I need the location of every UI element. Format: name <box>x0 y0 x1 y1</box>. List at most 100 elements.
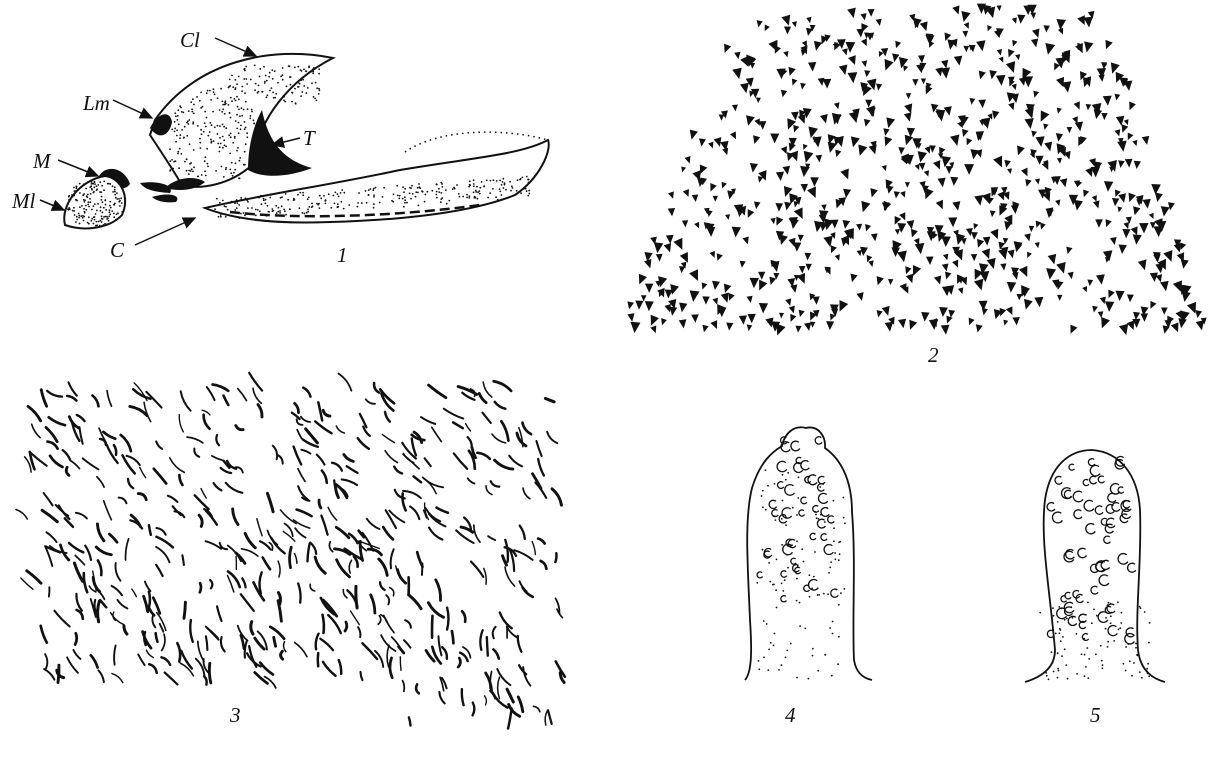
denticle <box>1024 118 1035 130</box>
stipple-dot <box>222 136 224 138</box>
stipple-dot <box>522 177 524 179</box>
stipple-dot <box>231 177 233 179</box>
stipple-dot <box>180 153 182 155</box>
stipple-dot <box>438 191 440 193</box>
stipple-dot <box>238 204 240 206</box>
denticle <box>776 69 786 80</box>
seta <box>368 548 382 555</box>
seta <box>482 413 490 423</box>
stipple-dot <box>495 196 497 198</box>
stipple-dot <box>231 201 233 203</box>
stipple-dot <box>466 194 468 196</box>
stipple-dot <box>175 141 177 143</box>
label-m: M <box>32 149 52 173</box>
denticle <box>882 165 889 172</box>
papilla-bump <box>1099 575 1109 586</box>
denticle <box>689 269 702 283</box>
stipple-dot <box>769 581 771 583</box>
denticle <box>848 273 857 283</box>
papilla-bump <box>1074 510 1082 519</box>
papilla-bump <box>1128 563 1136 572</box>
seta <box>295 528 306 538</box>
stipple-dot <box>257 92 259 94</box>
stipple-dot <box>68 207 70 209</box>
stipple-dot <box>230 97 232 99</box>
seta <box>114 645 116 664</box>
seta <box>552 488 563 505</box>
seta <box>179 475 183 485</box>
seta <box>298 469 305 482</box>
stipple-dot <box>94 203 96 205</box>
denticle <box>1105 290 1114 300</box>
stipple-dot <box>271 87 273 89</box>
seta <box>490 481 500 488</box>
denticle <box>1098 75 1105 83</box>
stipple-dot <box>824 654 826 656</box>
stipple-dot <box>816 517 818 519</box>
seta <box>75 555 84 564</box>
denticle <box>678 302 688 312</box>
denticle <box>1014 145 1025 156</box>
stipple-dot <box>1087 602 1089 604</box>
stipple-dot <box>101 199 103 201</box>
denticle <box>1055 133 1063 142</box>
papilla-bump <box>1084 500 1094 511</box>
denticle <box>1107 160 1119 173</box>
stipple-dot <box>266 80 268 82</box>
stipple-dot <box>200 92 202 94</box>
stipple-dot <box>219 202 221 204</box>
stipple-dot <box>90 220 92 222</box>
stipple-dot <box>71 194 73 196</box>
stipple-dot <box>804 479 806 481</box>
stipple-dot <box>796 600 798 602</box>
stipple-dot <box>220 143 222 145</box>
stipple-dot <box>1102 664 1104 666</box>
seta <box>98 560 103 575</box>
seta <box>151 615 155 628</box>
stipple-dot <box>114 189 116 191</box>
denticle <box>1133 161 1141 170</box>
stipple-dot <box>1131 675 1133 677</box>
stipple-dot <box>170 169 172 171</box>
stipple-dot <box>525 188 527 190</box>
seta <box>366 519 379 530</box>
stipple-dot <box>1057 652 1059 654</box>
stipple-dot <box>1125 646 1127 648</box>
stipple-dot <box>232 86 234 88</box>
stipple-dot <box>767 485 769 487</box>
stipple-dot <box>191 108 193 110</box>
denticle <box>759 121 767 130</box>
denticle <box>1118 193 1128 203</box>
stipple-dot <box>312 205 314 207</box>
seta <box>310 542 317 554</box>
stipple-dot <box>824 521 826 523</box>
denticle <box>915 243 926 255</box>
stipple-dot <box>528 193 530 195</box>
seta <box>42 510 57 522</box>
denticle <box>921 78 926 84</box>
stipple-dot <box>466 197 468 199</box>
stipple-dot <box>527 195 529 197</box>
seta <box>210 580 213 589</box>
denticle <box>1081 189 1089 198</box>
denticle <box>1142 199 1151 209</box>
stipple-dot <box>528 182 530 184</box>
denticle <box>906 274 916 285</box>
stipple-dot <box>797 497 799 499</box>
stipple-dot <box>269 90 271 92</box>
stipple-dot <box>268 211 270 213</box>
denticle <box>906 220 915 230</box>
seta <box>149 663 158 673</box>
stipple-dot <box>190 162 192 164</box>
seta <box>378 616 381 625</box>
stipple-dot <box>68 209 70 211</box>
stipple-dot <box>78 217 80 219</box>
denticle <box>1006 306 1016 316</box>
seta <box>31 424 40 438</box>
stipple-dot <box>534 175 536 177</box>
seta <box>514 549 533 560</box>
stipple-dot <box>446 203 448 205</box>
label-lm: Lm <box>82 91 110 115</box>
denticle <box>849 136 860 148</box>
denticle <box>950 134 962 147</box>
